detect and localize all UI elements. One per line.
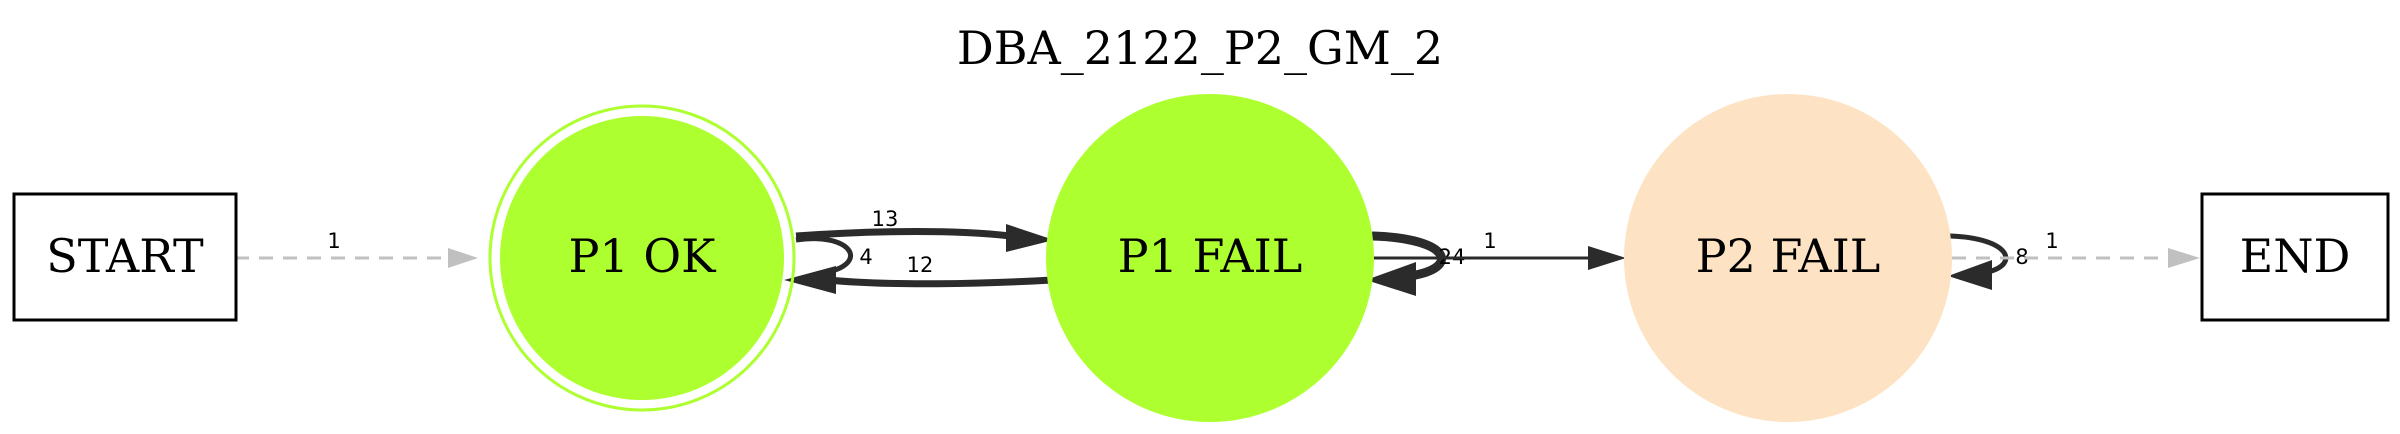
edge-p2-fail-to-end (1952, 248, 2200, 268)
edge-label-p2-fail-to-end: 1 (2045, 229, 2058, 253)
node-start[interactable]: START (12, 192, 238, 322)
diagram-title: DBA_2122_P2_GM_2 (957, 21, 1443, 75)
node-p1-fail-label: P1 FAIL (1118, 229, 1303, 283)
node-end-label: END (2240, 229, 2351, 283)
edge-label-p1-fail-to-p1-ok: 12 (907, 253, 934, 277)
edge-p1-fail-to-p1-ok (784, 266, 1053, 294)
node-end[interactable]: END (2200, 192, 2390, 322)
edge-p1-ok-self-loop (795, 236, 853, 275)
edge-p2-fail-self-loop (1948, 233, 2009, 290)
edge-label-p1-ok-self-loop: 4 (859, 245, 872, 269)
edge-label-p1-fail-to-p2-fail: 1 (1483, 229, 1496, 253)
edge-label-p1-ok-to-p1-fail: 13 (872, 207, 899, 231)
node-p2-fail[interactable]: P2 FAIL (1624, 94, 1952, 422)
edge-label-p2-fail-self-loop: 8 (2015, 245, 2028, 269)
node-p1-fail[interactable]: P1 FAIL (1046, 94, 1374, 422)
edge-start-to-p1-ok (235, 248, 478, 268)
node-start-label: START (46, 229, 204, 283)
edge-label-start-to-p1-ok: 1 (327, 229, 340, 253)
edge-p1-ok-to-p1-fail (795, 224, 1054, 252)
node-p1-ok-label: P1 OK (569, 229, 718, 283)
node-p1-ok[interactable]: P1 OK (488, 104, 796, 412)
node-p2-fail-label: P2 FAIL (1696, 229, 1881, 283)
edge-p1-fail-to-p2-fail (1374, 246, 1626, 270)
edge-p1-fail-self-loop (1366, 231, 1446, 296)
